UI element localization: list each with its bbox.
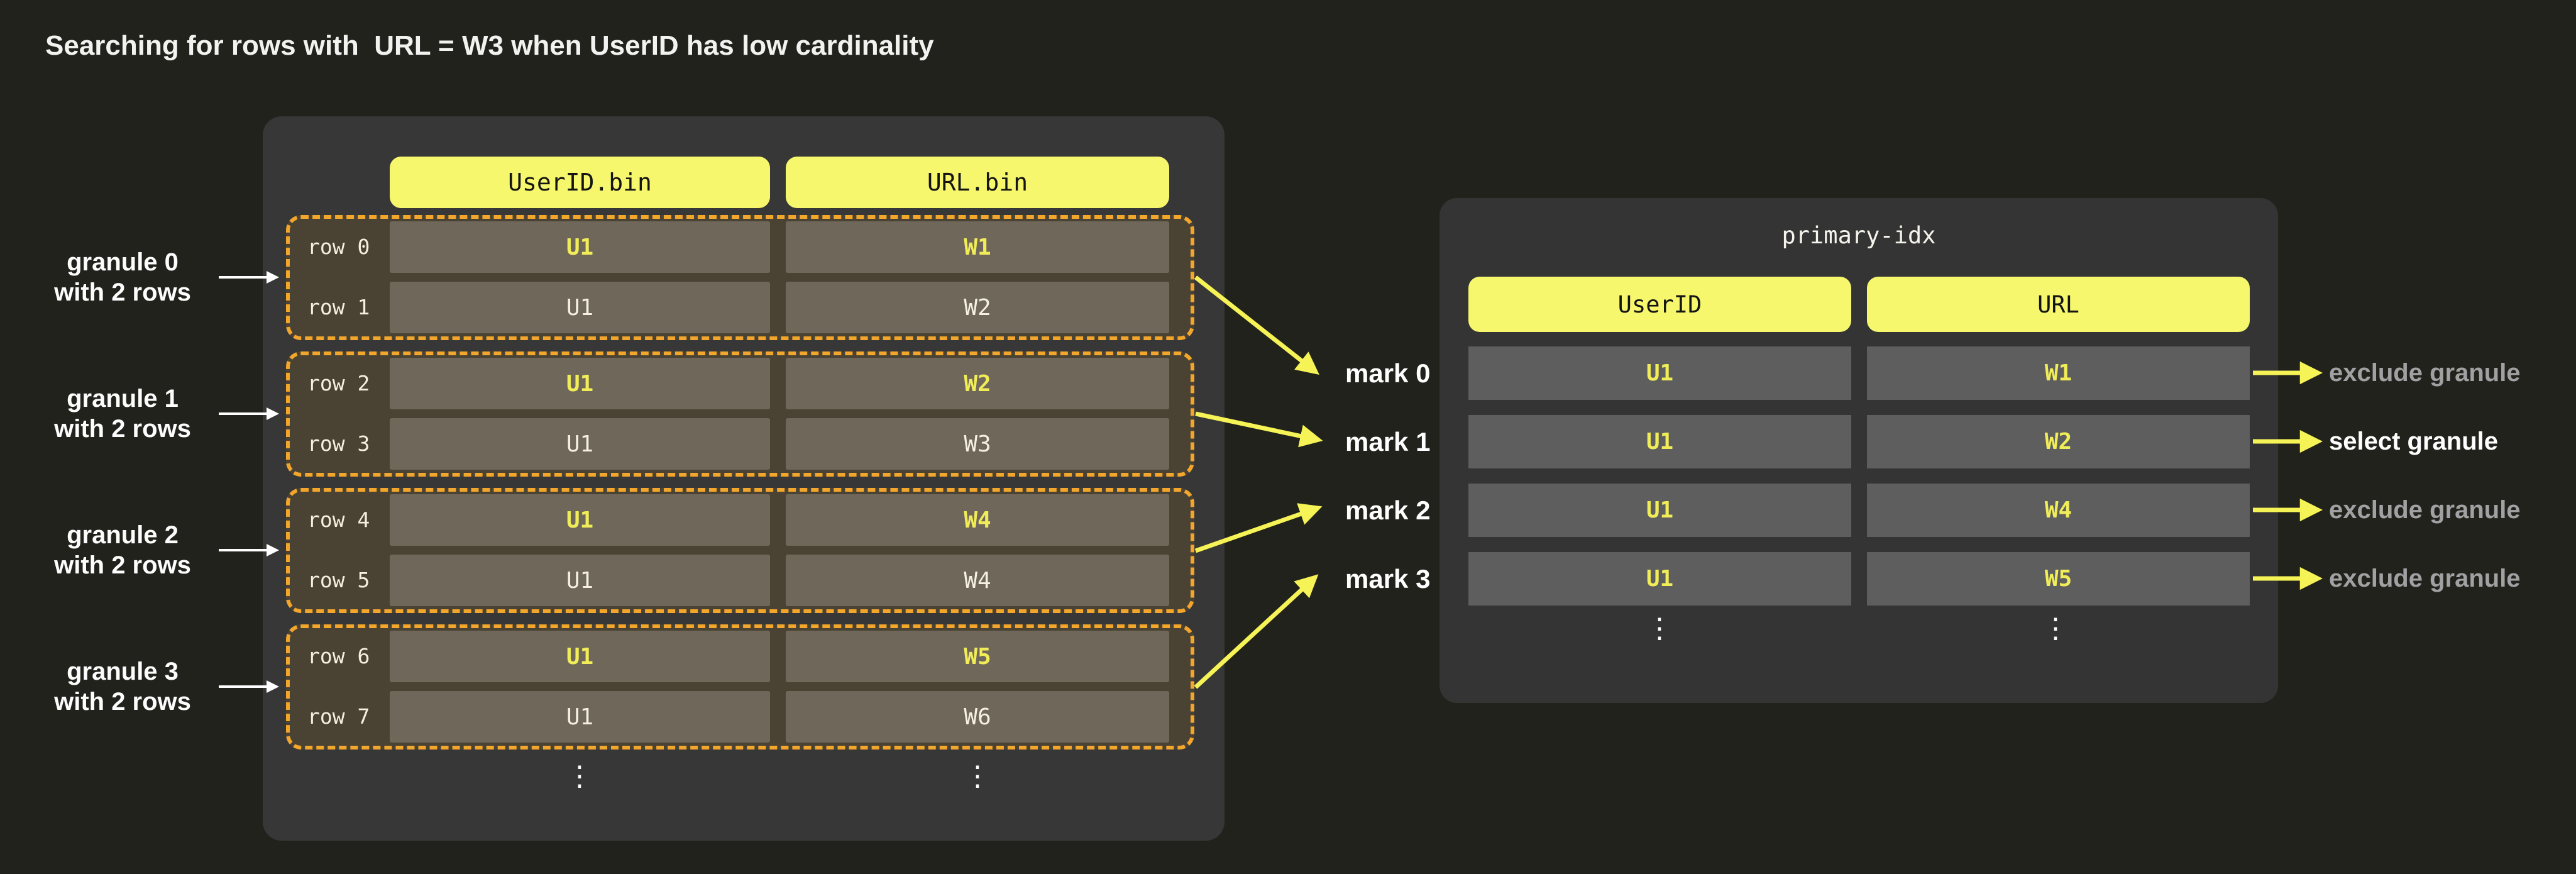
- userid-cell: U1: [390, 418, 770, 470]
- granule-label-line1: granule 0: [67, 248, 179, 276]
- granule-label-line2: with 2 rows: [54, 688, 191, 716]
- outcome-exclude-granule-2: exclude granule: [2329, 496, 2521, 524]
- granule-0-box: row 0 U1 W1 row 1 U1 W2: [286, 215, 1194, 340]
- granule-1-box: row 2 U1 W2 row 3 U1 W3: [286, 351, 1194, 477]
- mark-3-label: mark 3: [1345, 564, 1431, 594]
- more-rows-ellipsis: ⋮: [964, 761, 991, 792]
- mark-0-label: mark 0: [1345, 358, 1431, 388]
- primary-index-title: primary-idx: [1781, 222, 1936, 249]
- granule-0-label: granule 0 with 2 rows: [31, 247, 214, 310]
- more-rows-ellipsis: ⋮: [1646, 613, 1673, 644]
- granule-label-line2: with 2 rows: [54, 551, 191, 579]
- granule-label-line2: with 2 rows: [54, 279, 191, 306]
- url-cell: W6: [786, 691, 1169, 743]
- bin-files-panel: UserID.bin URL.bin row 0 U1 W1 row 1 U1 …: [263, 116, 1225, 841]
- userid-cell: U1: [390, 631, 770, 682]
- granule-1-label: granule 1 with 2 rows: [31, 384, 214, 446]
- row-label: row 0: [307, 235, 370, 259]
- url-cell: W4: [786, 494, 1169, 546]
- outcome-select-granule-1: select granule: [2329, 428, 2499, 455]
- row-label: row 7: [307, 704, 370, 729]
- outcome-exclude-granule-0: exclude granule: [2329, 359, 2521, 387]
- row-label: row 6: [307, 644, 370, 668]
- granule-label-line1: granule 3: [67, 658, 179, 685]
- row-label: row 2: [307, 371, 370, 396]
- primary-index-panel: primary-idx UserID URL U1 W1 U1 W2 U1 W4…: [1439, 198, 2278, 703]
- row-label: row 1: [307, 295, 370, 319]
- more-rows-ellipsis: ⋮: [2042, 613, 2069, 644]
- userid-cell: U1: [390, 221, 770, 273]
- index-url-cell: W4: [1867, 484, 2250, 537]
- index-userid-cell: U1: [1468, 484, 1851, 537]
- more-rows-ellipsis: ⋮: [566, 761, 593, 792]
- granule-label-line1: granule 2: [67, 521, 179, 549]
- column-header-url-bin: URL.bin: [786, 157, 1169, 208]
- granule-label-line1: granule 1: [67, 385, 179, 412]
- userid-cell: U1: [390, 282, 770, 333]
- column-header-userid-bin: UserID.bin: [390, 157, 770, 208]
- index-userid-cell: U1: [1468, 415, 1851, 468]
- granule-2-label: granule 2 with 2 rows: [31, 520, 214, 583]
- url-cell: W5: [786, 631, 1169, 682]
- granule-3-box: row 6 U1 W5 row 7 U1 W6: [286, 624, 1194, 750]
- index-userid-cell: U1: [1468, 552, 1851, 606]
- userid-cell: U1: [390, 555, 770, 606]
- index-url-cell: W1: [1867, 346, 2250, 400]
- url-cell: W1: [786, 221, 1169, 273]
- column-header-userid: UserID: [1468, 277, 1851, 332]
- userid-cell: U1: [390, 494, 770, 546]
- granule-2-box: row 4 U1 W4 row 5 U1 W4: [286, 488, 1194, 613]
- granule-3-label: granule 3 with 2 rows: [31, 656, 214, 719]
- row-label: row 5: [307, 568, 370, 592]
- url-cell: W3: [786, 418, 1169, 470]
- index-url-cell: W5: [1867, 552, 2250, 606]
- url-cell: W4: [786, 555, 1169, 606]
- outcome-exclude-granule-3: exclude granule: [2329, 565, 2521, 592]
- userid-cell: U1: [390, 691, 770, 743]
- granule-label-line2: with 2 rows: [54, 415, 191, 443]
- column-header-url: URL: [1867, 277, 2250, 332]
- url-cell: W2: [786, 358, 1169, 409]
- url-cell: W2: [786, 282, 1169, 333]
- row-label: row 3: [307, 431, 370, 456]
- userid-cell: U1: [390, 358, 770, 409]
- row-label: row 4: [307, 507, 370, 532]
- index-url-cell: W2: [1867, 415, 2250, 468]
- mark-2-label: mark 2: [1345, 495, 1431, 525]
- mark-1-label: mark 1: [1345, 427, 1431, 456]
- page-title: Searching for rows with URL = W3 when Us…: [45, 30, 934, 61]
- index-userid-cell: U1: [1468, 346, 1851, 400]
